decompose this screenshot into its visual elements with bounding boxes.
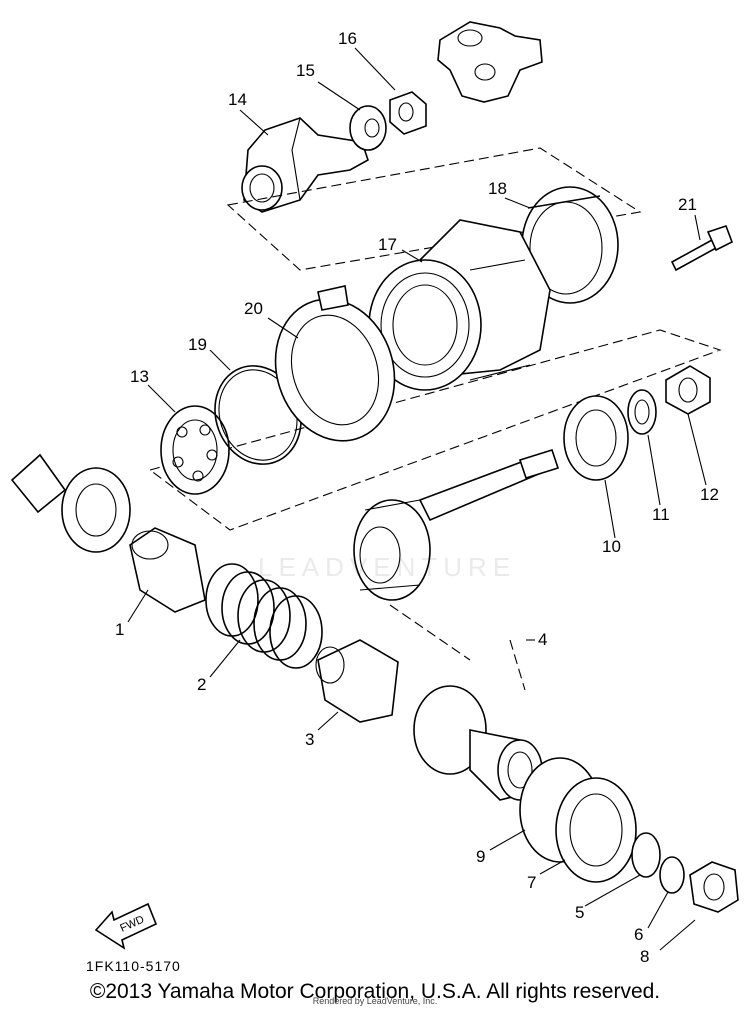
callout-16: 16 [338,29,357,48]
part-9-driven-gear[interactable] [413,685,543,801]
callout-6: 6 [634,925,643,944]
part-2-spring[interactable] [205,563,323,669]
leader-lines [127,47,707,951]
callout-5: 5 [575,903,584,922]
diagram-code: 1FK110-5170 [86,958,181,974]
callout-2: 2 [197,675,206,694]
part-3-damper-cam[interactable] [315,639,399,723]
universal-joint-reference [437,21,543,103]
part-18-seal[interactable] [521,186,619,304]
group-outline-upper [226,147,642,271]
callout-19: 19 [188,335,207,354]
part-10-bearing[interactable] [563,395,629,481]
part-12-nut[interactable] [665,365,711,415]
shaft-reference [10,453,131,553]
part-7-bearing[interactable] [519,757,637,883]
watermark: LEADVENTURE [258,552,517,582]
callout-1: 1 [115,620,124,639]
callout-10: 10 [602,537,621,556]
copyright-notice: ©2013 Yamaha Motor Corporation, U.S.A. A… [89,980,661,1003]
callout-8: 8 [640,947,649,966]
part-11-washer[interactable] [627,389,657,435]
part-17-bearing-housing[interactable] [368,219,551,391]
part-4-drive-pinion-shaft[interactable] [353,449,560,601]
group-outline-middle [148,329,722,531]
part-14-yoke[interactable] [241,117,369,213]
callout-9: 9 [476,847,485,866]
part-13-bearing[interactable] [160,405,230,495]
callout-3: 3 [305,730,314,749]
callout-20: 20 [244,299,263,318]
callout-14: 14 [228,90,247,109]
part-21-bolt[interactable] [670,224,734,272]
callout-18: 18 [488,179,507,198]
callout-17: 17 [378,235,397,254]
rendered-by-note: Rendered by LeadVenture, Inc. [312,996,438,1006]
part-20-shim[interactable] [258,284,413,457]
part-1-collar[interactable] [129,527,206,613]
group-outline-lower [389,604,526,691]
callout-13: 13 [130,367,149,386]
fwd-arrow-icon: FWD [94,902,158,950]
callout-12: 12 [700,485,719,504]
callout-7: 7 [527,873,536,892]
callout-4: 4 [538,630,547,649]
callout-21: 21 [678,195,697,214]
part-8-nut[interactable] [689,861,739,913]
callout-11: 11 [652,505,670,524]
part-6-lock-washer[interactable] [659,856,685,894]
part-5-washer[interactable] [631,832,661,878]
part-16-nut[interactable] [389,91,427,135]
part-15-washer[interactable] [349,105,387,151]
callout-15: 15 [296,61,315,80]
